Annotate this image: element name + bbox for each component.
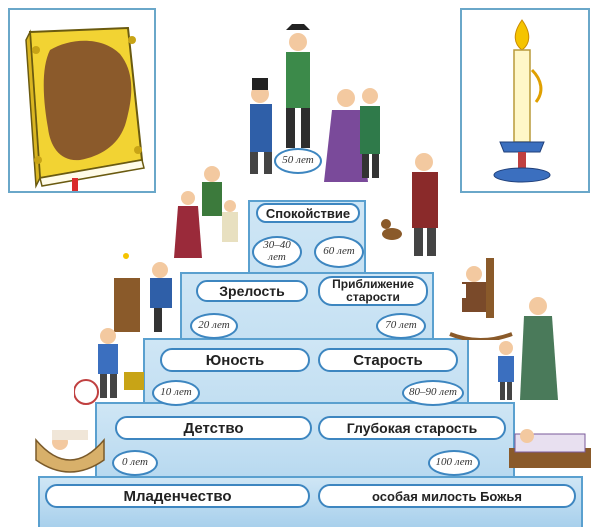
bed-icon bbox=[509, 429, 591, 468]
stage-label-approaching-old-age: Приближение старости bbox=[318, 276, 428, 306]
age-badge-0: 0 лет bbox=[112, 450, 158, 476]
rocking-chair-icon bbox=[449, 258, 513, 340]
stage-label-special-grace: особая милость Божья bbox=[318, 484, 576, 508]
age-badge-60: 60 лет bbox=[314, 236, 364, 268]
elderly-with-children-icon bbox=[498, 297, 558, 400]
candle-icon bbox=[493, 19, 551, 183]
child-hoop-icon bbox=[74, 328, 144, 405]
candle-frame bbox=[460, 8, 590, 193]
family-icon bbox=[174, 166, 238, 258]
stage-label-deep-old-age: Глубокая старость bbox=[318, 416, 506, 440]
age-badge-10: 10 лет bbox=[152, 380, 200, 406]
old-man-dog-icon bbox=[381, 153, 438, 256]
stage-label-infancy: Младенчество bbox=[45, 484, 310, 508]
writer-at-desk-icon bbox=[114, 253, 172, 332]
people-group-icon bbox=[250, 24, 380, 182]
cradle-icon bbox=[35, 430, 105, 473]
stage-label-childhood: Детство bbox=[115, 416, 312, 440]
stage-label-maturity: Зрелость bbox=[196, 280, 308, 302]
stage-label-calm: Спокойствие bbox=[256, 203, 360, 223]
age-badge-20: 20 лет bbox=[190, 313, 238, 339]
age-badge-100: 100 лет bbox=[428, 450, 480, 476]
age-badge-80-90: 80–90 лет bbox=[402, 380, 464, 406]
book-frame bbox=[8, 8, 156, 194]
age-badge-70: 70 лет bbox=[376, 313, 426, 339]
age-badge-30-40: 30–40 лет bbox=[252, 236, 302, 268]
book-icon bbox=[25, 26, 145, 194]
age-badge-50: 50 лет bbox=[274, 148, 322, 174]
stage-label-youth: Юность bbox=[160, 348, 310, 372]
stage-label-old-age: Старость bbox=[318, 348, 458, 372]
